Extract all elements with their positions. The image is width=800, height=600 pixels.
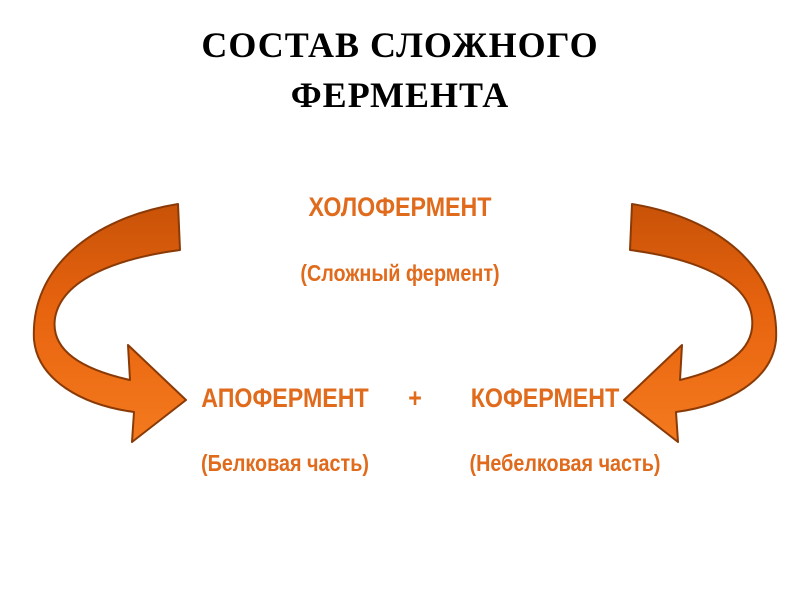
apoenzyme-label: АПОФЕРМЕНТ <box>201 383 369 413</box>
title-line-2: ФЕРМЕНТА <box>290 75 510 115</box>
holoenzyme-sublabel: (Сложный фермент) <box>300 260 500 286</box>
plus-sign: + <box>408 383 422 413</box>
coenzyme-label: КОФЕРМЕНТ <box>470 383 620 413</box>
holoenzyme-label: ХОЛОФЕРМЕНТ <box>308 192 492 222</box>
left-curved-arrow <box>32 203 187 443</box>
slide-title: СОСТАВ СЛОЖНОГО ФЕРМЕНТА <box>0 20 800 120</box>
right-curved-arrow <box>623 203 778 443</box>
coenzyme-sublabel: (Небелковая часть) <box>469 450 661 476</box>
apoenzyme-sublabel: (Белковая часть) <box>201 450 369 476</box>
title-line-1: СОСТАВ СЛОЖНОГО <box>201 25 599 65</box>
